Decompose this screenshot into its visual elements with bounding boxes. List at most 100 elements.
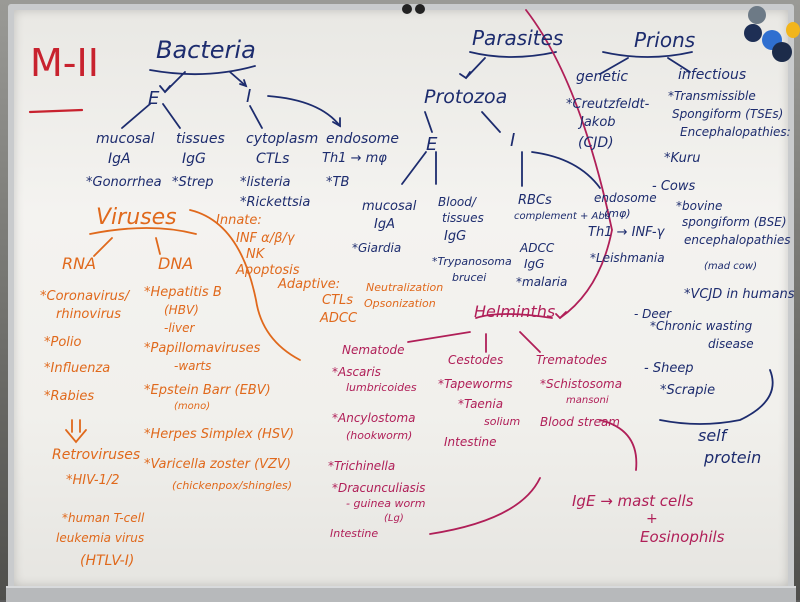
protozoa-blood: Blood/ <box>438 195 476 209</box>
dna-item-2: (HBV) <box>164 303 199 317</box>
dna-item-10: (chickenpox/shingles) <box>172 479 293 492</box>
nematode-item-8: (Lg) <box>384 513 404 524</box>
dna-item-5: -warts <box>174 359 212 373</box>
prions-infectious: infectious <box>678 67 747 83</box>
protozoa-endosome: endosome <box>594 191 657 205</box>
adaptive-side-2: Opsonization <box>364 297 436 310</box>
viruses-dna: DNA <box>158 254 194 273</box>
retro-item-4: (HTLV-I) <box>80 553 135 569</box>
bacteria-endosome: endosome <box>326 131 400 147</box>
protozoa-mucosal-example: *Giardia <box>352 241 402 255</box>
self-protein-line-1: self <box>698 426 727 445</box>
rna-item-2: rhinovirus <box>56 307 122 322</box>
viruses-rna: RNA <box>62 254 97 273</box>
retroviruses-header: Retroviruses <box>52 447 141 463</box>
prions-cows: - Cows <box>652 179 696 194</box>
bacteria-tissues-ig: IgG <box>182 151 206 167</box>
bacteria-endosome-path: Th1 → mφ <box>322 151 387 166</box>
retro-item-1: *HIV-1/2 <box>66 473 120 488</box>
bacteria-cytoplasm-example-1: *listeria <box>240 175 291 190</box>
ige-line: IgE → mast cells <box>572 492 694 510</box>
prions-sheep: - Sheep <box>644 361 694 376</box>
protozoa-rbc: RBCs <box>518 193 552 208</box>
protozoa-blood-example-2: brucei <box>452 271 487 284</box>
whiteboard <box>8 4 794 592</box>
trematode-item-1: *Schistosoma <box>540 377 623 391</box>
marker-tray <box>6 586 796 602</box>
rna-item-1: *Coronavirus/ <box>40 289 130 304</box>
protozoa-rbc-ig: IgG <box>524 257 545 271</box>
rna-item-5: *Rabies <box>44 389 95 404</box>
retro-item-3: leukemia virus <box>56 531 145 545</box>
adaptive-item-1: CTLs <box>322 293 354 308</box>
cows-item-2: spongiform (BSE) <box>682 215 787 229</box>
adaptive-item-2: ADCC <box>320 311 358 326</box>
infectious-item-2: Spongiform (TSEs) <box>672 107 784 121</box>
magnet-black-1 <box>402 4 412 14</box>
protozoa-extracellular: E <box>426 134 438 155</box>
infectious-item-1: *Transmissible <box>668 89 756 103</box>
protozoa-blood-ig: IgG <box>444 229 467 244</box>
prions-vcjd: *VCJD in humans <box>684 287 795 302</box>
deer-item-1: *Chronic wasting <box>650 319 753 333</box>
nematode-item-3: *Ancylostoma <box>332 411 416 425</box>
viruses-header: Viruses <box>96 205 177 230</box>
bacteria-endosome-example: *TB <box>326 175 350 190</box>
retro-item-2: *human T-cell <box>62 511 145 525</box>
magnet-darkblue <box>772 42 792 62</box>
dna-item-6: *Epstein Barr (EBV) <box>144 383 271 398</box>
cestode-item-2: *Taenia <box>458 397 504 411</box>
innate-item-1: INF α/β/γ <box>236 231 295 246</box>
corner-title: M-II <box>30 41 99 85</box>
protozoa-rbc-mechanism: complement + Abs <box>514 211 610 222</box>
innate-header: Innate: <box>216 213 262 228</box>
rna-item-4: *Influenza <box>44 361 111 376</box>
protozoa-endosome-sub: (mφ) <box>604 207 631 220</box>
magnet-black-2 <box>415 4 425 14</box>
cows-item-3: encephalopathies <box>684 233 791 247</box>
trematodes-header: Trematodes <box>536 353 608 367</box>
bacteria-mucosal-ig: IgA <box>108 151 131 167</box>
prions-kuru: *Kuru <box>664 151 701 166</box>
helminths-header: Helminths <box>474 302 556 321</box>
prions-genetic: genetic <box>576 69 629 85</box>
bacteria-cytoplasm-example-2: *Rickettsia <box>240 195 311 210</box>
protozoa-intracellular: I <box>510 130 516 151</box>
cestodes-header: Cestodes <box>448 353 504 367</box>
protozoa-blood-example-1: *Trypanosoma <box>432 255 512 268</box>
ige-plus: + <box>646 511 658 527</box>
bacteria-mucosal-example: *Gonorrhea <box>86 175 162 190</box>
ige-eosinophils: Eosinophils <box>640 528 725 546</box>
bacteria-mucosal: mucosal <box>96 131 155 147</box>
bacteria-header: Bacteria <box>156 36 256 64</box>
nematode-item-1: *Ascaris <box>332 365 381 379</box>
bacteria-intracellular: I <box>246 86 252 107</box>
nematode-item-9: Intestine <box>330 527 379 540</box>
parasites-header: Parasites <box>472 26 564 50</box>
genetic-item-1: *Creutzfeldt- <box>566 97 650 112</box>
genetic-item-3: (CJD) <box>578 135 614 151</box>
infectious-item-3: Encephalopathies: <box>680 125 791 139</box>
prions-header: Prions <box>634 28 696 52</box>
nematode-item-5: *Trichinella <box>328 459 396 473</box>
cestode-item-1: *Tapeworms <box>438 377 513 391</box>
prions-deer: - Deer <box>634 307 672 321</box>
protozoa-header: Protozoa <box>424 86 508 108</box>
protozoa-rbc-example: *malaria <box>516 275 568 289</box>
protozoa-endosome-example: *Leishmania <box>590 251 665 265</box>
cestode-item-3: solium <box>484 415 521 428</box>
self-protein-line-2: protein <box>704 448 762 467</box>
magnet-gray <box>748 6 766 24</box>
protozoa-endosome-path: Th1 → INF-γ <box>588 225 665 240</box>
protozoa-mucosal: mucosal <box>362 199 417 214</box>
protozoa-rbc-adcc: ADCC <box>520 241 555 255</box>
nematode-item-2: lumbricoides <box>346 381 417 394</box>
dna-item-9: *Varicella zoster (VZV) <box>144 457 291 472</box>
dna-item-4: *Papillomaviruses <box>144 341 261 356</box>
nematode-header: Nematode <box>342 343 405 357</box>
bacteria-cytoplasm-cells: CTLs <box>256 151 290 167</box>
deer-item-2: disease <box>708 337 754 351</box>
nematode-item-7: - guinea worm <box>346 497 426 510</box>
genetic-item-2: Jakob <box>580 115 616 130</box>
